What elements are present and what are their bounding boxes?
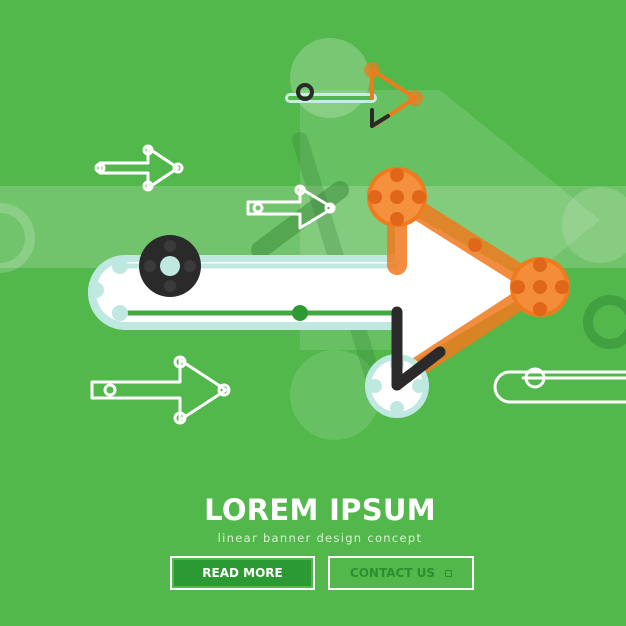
banner-subtitle: linear banner design concept <box>217 531 423 545</box>
read-more-button-fill <box>174 560 311 586</box>
square-icon <box>445 569 453 577</box>
background-faded-circle-top <box>290 38 370 118</box>
contact-us-label: CONTACT US <box>349 566 436 580</box>
background-faded-circle-bottom <box>290 350 380 440</box>
background-ring-left <box>0 203 35 273</box>
outline-arrow-icon-2 <box>246 184 336 230</box>
background-faded-circle-right <box>562 187 626 263</box>
outline-arrow-icon-3 <box>90 355 231 425</box>
main-arrow-icon <box>88 167 570 418</box>
read-more-button[interactable]: READ MORE <box>170 556 315 590</box>
contact-us-button[interactable]: CONTACT US <box>328 556 474 590</box>
outline-arrow-icon-1 <box>94 144 184 192</box>
read-more-label: READ MORE <box>202 566 283 580</box>
banner-title: LOREM IPSUM <box>204 493 436 527</box>
ring-icon-right <box>583 295 626 349</box>
outline-line-icon-right <box>493 367 626 404</box>
top-small-arrow-icon <box>285 62 423 128</box>
